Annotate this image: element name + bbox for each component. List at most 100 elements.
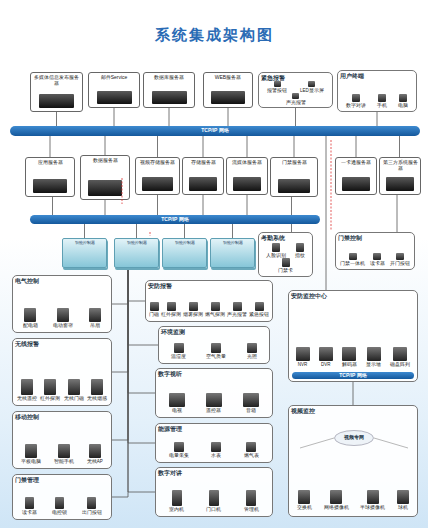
node-label: 邮件Service bbox=[101, 74, 128, 80]
connector-line bbox=[353, 382, 354, 405]
item-row: 读卡器电控锁出门按钮 bbox=[15, 497, 109, 517]
device-label: 球机 bbox=[397, 490, 409, 510]
device-label: 交换机 bbox=[297, 490, 312, 510]
device-label: 半球摄像机 bbox=[360, 490, 385, 510]
group-heading: 考勤系统 bbox=[261, 235, 310, 241]
connector-line bbox=[377, 112, 378, 126]
group-box: 电气控制配电箱电动窗帘吊扇 bbox=[12, 275, 112, 333]
node-label: 智能控制器 bbox=[223, 240, 243, 245]
cloud-shape bbox=[335, 431, 374, 446]
device-label: 读卡器 bbox=[22, 497, 37, 515]
device-label: 水表 bbox=[211, 442, 221, 458]
node-label: 门禁服务器 bbox=[282, 159, 307, 165]
item-row: 门磁红外探测烟雾探测燃气探测声光报警紧急按钮 bbox=[148, 302, 270, 319]
server-box: 数据服务器 bbox=[80, 155, 130, 200]
connector-line bbox=[203, 136, 204, 157]
connector-line bbox=[105, 136, 106, 155]
controller-box: 智能控制器 bbox=[210, 238, 255, 268]
network-cloud: 视频专网 bbox=[334, 430, 374, 446]
device-label: 室内机 bbox=[169, 490, 184, 512]
connector-line bbox=[228, 108, 229, 126]
device-label: 数字对讲 bbox=[346, 94, 366, 108]
device-label: 电控锁 bbox=[52, 497, 67, 515]
device-label: 管理机 bbox=[244, 490, 259, 512]
item-row: 平板电脑智能手机无线AP bbox=[15, 444, 109, 466]
server-box: 门禁服务器 bbox=[270, 157, 318, 197]
group-box: 安防报警门磁红外探测烟雾探测燃气探测声光报警紧急按钮 bbox=[145, 280, 273, 322]
node-label: TCP/IP 网络 bbox=[201, 128, 228, 134]
connector-line bbox=[157, 136, 158, 157]
device-label: 吊扇 bbox=[89, 308, 101, 328]
group-heading: 电气控制 bbox=[15, 278, 109, 284]
group-box: 数字视听电视遥控器音箱 bbox=[155, 368, 273, 418]
group-heading: 安防监控中心 bbox=[291, 293, 415, 299]
server-box: 邮件Service bbox=[88, 72, 140, 108]
device-label: 无线遥控 bbox=[17, 379, 37, 401]
device-label: 门禁一体机 bbox=[340, 253, 365, 266]
item-row: 人脸识别指纹门禁卡 bbox=[261, 243, 310, 274]
device-label: 无线烟感 bbox=[87, 379, 107, 401]
server-box: 视频存储服务器 bbox=[135, 157, 180, 195]
node-label: 流媒体服务器 bbox=[232, 159, 262, 165]
group-box: 无线报警无线遥控红外探测无线门磁无线烟感 bbox=[12, 338, 112, 406]
device-label: 报警按钮 bbox=[267, 81, 287, 93]
node-label: 多媒体信息发布服务器 bbox=[34, 74, 79, 86]
item-row: 无线遥控红外探测无线门磁无线烟感 bbox=[15, 379, 109, 403]
item-row: 电量采集水表燃气表 bbox=[158, 442, 270, 460]
device-label: 电动窗帘 bbox=[53, 308, 73, 328]
node-label: 视频专网 bbox=[344, 435, 364, 441]
device-label: 声光报警 bbox=[286, 93, 306, 105]
connector-line bbox=[136, 224, 137, 238]
group-box: 视频监控交换机网络摄像机半球摄像机球机视频专网 bbox=[288, 405, 418, 517]
item-row: 门禁一体机读卡器开门按钮 bbox=[338, 253, 412, 267]
group-box: 能源管理电量采集水表燃气表 bbox=[155, 423, 273, 463]
connector-line bbox=[169, 108, 170, 126]
item-row: 报警按钮 LED显示屏声光报警 bbox=[261, 81, 330, 106]
group-box: 门禁控制门禁一体机读卡器开门按钮 bbox=[335, 232, 415, 270]
device-label: 音箱 bbox=[243, 393, 259, 413]
server-box: 第三方系统服务器 bbox=[379, 157, 421, 195]
connector-line bbox=[128, 268, 145, 301]
item-row: 数字对讲手机电脑 bbox=[340, 94, 414, 109]
device-label: 门禁卡 bbox=[278, 258, 293, 273]
node-label: 数据库服务器 bbox=[154, 74, 184, 80]
device-label: 门磁 bbox=[149, 302, 159, 317]
node-label: 智能控制器 bbox=[175, 240, 195, 245]
device-label: 无线门磁 bbox=[64, 379, 84, 401]
device-label: 光照 bbox=[247, 343, 257, 359]
connector-line bbox=[50, 136, 51, 157]
connector-line bbox=[356, 136, 357, 157]
device-label: 智能手机 bbox=[54, 444, 74, 464]
device-label: 红外探测 bbox=[161, 302, 181, 317]
device-label: NVR bbox=[296, 347, 310, 367]
device-label: 电脑 bbox=[398, 94, 408, 108]
connector-line bbox=[247, 195, 248, 215]
connector-line bbox=[184, 224, 185, 238]
server-box: 流媒体服务器 bbox=[226, 157, 268, 195]
node-label: WEB服务器 bbox=[215, 74, 241, 80]
connector-line bbox=[112, 268, 128, 440]
server-box: 存储服务器 bbox=[182, 157, 224, 195]
device-label: LED显示屏 bbox=[300, 81, 324, 93]
device-label: 磁盘阵列 bbox=[390, 347, 410, 367]
group-box: 移动控制平板电脑智能手机无线AP bbox=[12, 411, 112, 469]
connector-line bbox=[114, 108, 115, 126]
group-box: 用户终端数字对讲手机电脑 bbox=[337, 70, 417, 112]
device-label: 烟雾探测 bbox=[183, 302, 203, 317]
network-band: TCP/IP 网络 bbox=[292, 372, 414, 379]
device-label: 紧急按钮 bbox=[249, 302, 269, 317]
device-label: 网络摄像机 bbox=[324, 490, 349, 510]
connector-line bbox=[52, 197, 53, 215]
connector-line bbox=[295, 108, 296, 126]
node-label: TCP/IP 网络 bbox=[161, 217, 188, 223]
diagram-title: 系统集成架构图 bbox=[0, 26, 428, 43]
connector-line bbox=[112, 268, 128, 497]
node-label: 存储服务器 bbox=[191, 159, 216, 165]
node-label: 智能控制器 bbox=[75, 240, 95, 245]
node-label: TCP/IP 网络 bbox=[339, 373, 366, 379]
group-heading: 安防报警 bbox=[148, 283, 270, 289]
node-label: 第三方系统服务器 bbox=[383, 159, 418, 171]
item-row: 室内机门口机管理机 bbox=[158, 490, 270, 514]
connector-line bbox=[84, 224, 85, 238]
network-band: TCP/IP 网络 bbox=[30, 215, 320, 224]
